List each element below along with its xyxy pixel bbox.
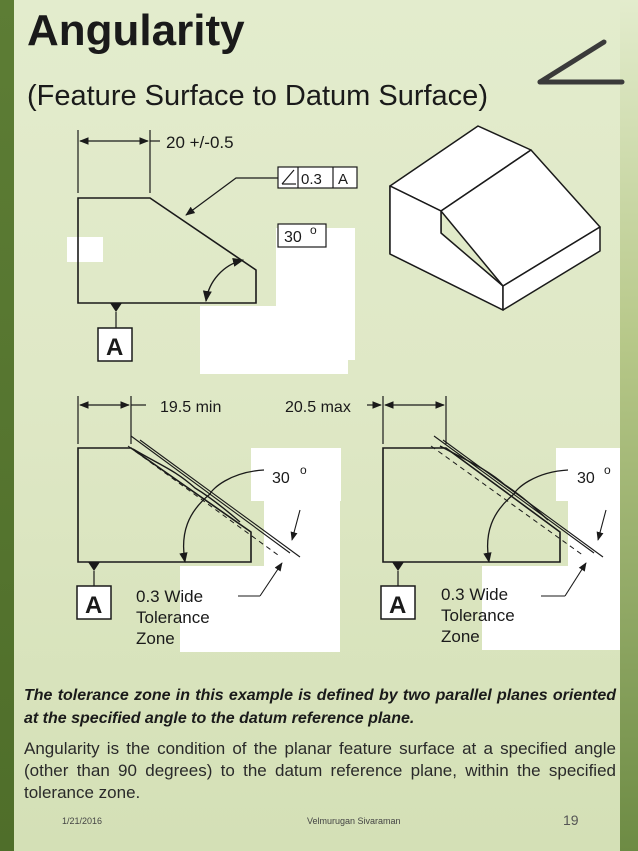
fcf-tolerance-value: 0.3 bbox=[301, 171, 322, 188]
br-angle-value: 30 bbox=[577, 470, 595, 487]
top-angle-value: 30 bbox=[284, 229, 302, 246]
bl-zone-line3: Zone bbox=[136, 629, 175, 648]
page-number: 19 bbox=[563, 812, 579, 828]
right-accent-bar bbox=[620, 0, 638, 851]
top-dimension-text: 20 +/-0.5 bbox=[166, 133, 234, 152]
br-zone-line2: Tolerance bbox=[441, 606, 515, 625]
fcf-datum-ref: A bbox=[338, 171, 348, 188]
white-mask bbox=[482, 566, 620, 650]
page-subtitle: (Feature Surface to Datum Surface) bbox=[27, 80, 488, 112]
caption-body: Angularity is the condition of the plana… bbox=[24, 739, 616, 802]
top-datum-label: A bbox=[106, 334, 123, 361]
br-datum-label: A bbox=[389, 592, 406, 619]
bl-angle-degree: o bbox=[300, 463, 307, 477]
br-dimension-text: 20.5 max bbox=[285, 399, 351, 416]
br-zone-line3: Zone bbox=[441, 627, 480, 646]
page-title: Angularity bbox=[27, 6, 245, 55]
white-mask bbox=[67, 237, 103, 262]
bl-dimension-text: 19.5 min bbox=[160, 399, 221, 416]
caption-bold: The tolerance zone in this example is de… bbox=[24, 687, 616, 727]
bottom-left-figure: 19.5 min 30 o A 0.3 Wide Tolerance Zone bbox=[76, 396, 341, 652]
white-mask bbox=[251, 448, 341, 501]
footer-author: Velmurugan Sivaraman bbox=[307, 816, 401, 826]
bl-angle-value: 30 bbox=[272, 470, 290, 487]
bl-zone-line1: 0.3 Wide bbox=[136, 587, 203, 606]
white-mask bbox=[200, 306, 348, 374]
br-angle-degree: o bbox=[604, 463, 611, 477]
top-part-profile: 20 +/-0.5 0.3 A 30 o A bbox=[67, 130, 358, 374]
footer-date: 1/21/2016 bbox=[62, 816, 103, 826]
white-mask bbox=[264, 500, 340, 570]
left-accent-bar bbox=[0, 0, 14, 851]
bottom-right-figure: 20.5 max 30 o A 0.3 Wide Tolerance Zone bbox=[285, 396, 620, 650]
angularity-small-icon bbox=[281, 169, 296, 185]
white-mask bbox=[568, 500, 620, 570]
white-mask bbox=[556, 448, 620, 501]
top-angle-degree: o bbox=[310, 223, 317, 237]
white-mask bbox=[180, 566, 340, 652]
bl-datum-label: A bbox=[85, 592, 102, 619]
br-zone-line1: 0.3 Wide bbox=[441, 585, 508, 604]
feature-control-frame: 0.3 A bbox=[277, 166, 358, 189]
angularity-symbol-icon bbox=[537, 39, 625, 85]
bl-zone-line2: Tolerance bbox=[136, 608, 210, 627]
isometric-part bbox=[389, 125, 601, 311]
